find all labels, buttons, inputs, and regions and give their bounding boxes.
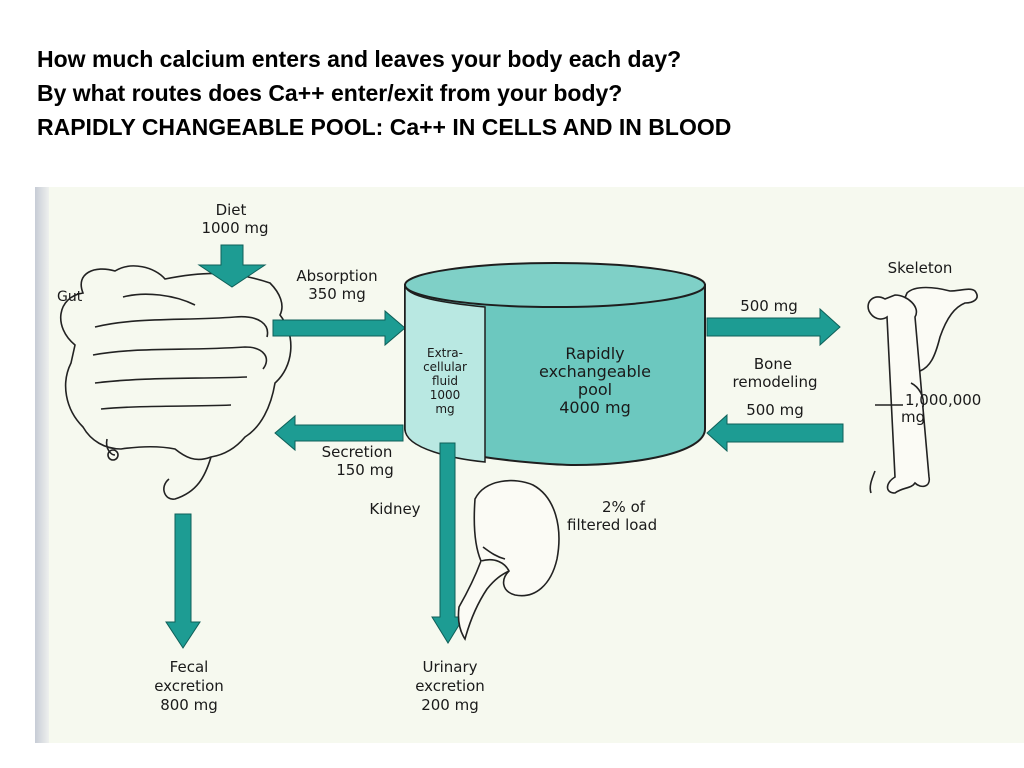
pool-line1: Rapidly <box>565 344 624 363</box>
pool-top <box>404 262 706 308</box>
title-question-routes: By what routes does Ca++ enter/exit from… <box>37 80 623 106</box>
secretion-amount: 150 mg <box>336 461 394 479</box>
absorption-amount: 350 mg <box>308 285 366 303</box>
urinary-arrow-down <box>431 442 465 644</box>
extracellular-line1: Extra- <box>427 346 463 360</box>
pool-line3: pool <box>578 380 612 399</box>
kidney-note-line2: filtered load <box>567 516 657 534</box>
to-bone-amount: 500 mg <box>740 297 798 315</box>
pool-amount: 4000 mg <box>559 398 631 417</box>
urinary-amount: 200 mg <box>421 696 479 714</box>
fecal-amount: 800 mg <box>160 696 218 714</box>
diagram-canvas: Gut Diet 1000 mg Absorption 350 mg Secre… <box>57 201 981 714</box>
diet-amount: 1000 mg <box>201 219 268 237</box>
urinary-line2: excretion <box>415 677 485 695</box>
extracellular-compartment <box>404 284 486 463</box>
from-bone-arrow <box>706 413 844 453</box>
kidney-label: Kidney <box>369 500 420 518</box>
title-pool-heading: RAPIDLY CHANGEABLE POOL: Ca++ IN CELLS A… <box>37 114 732 140</box>
extracellular-line5: mg <box>435 402 454 416</box>
title-question-amount: How much calcium enters and leaves your … <box>37 46 682 72</box>
kidney-note-line1: 2% of <box>602 498 646 516</box>
urinary-line1: Urinary <box>422 658 477 676</box>
calcium-balance-diagram: Gut Diet 1000 mg Absorption 350 mg Secre… <box>35 187 1024 743</box>
fecal-line1: Fecal <box>170 658 209 676</box>
gut-illustration <box>60 265 292 500</box>
diet-label: Diet <box>216 201 247 219</box>
skeleton-amount-line2: mg <box>901 408 925 426</box>
from-bone-amount: 500 mg <box>746 401 804 419</box>
to-bone-arrow <box>706 307 841 347</box>
skeleton-illustration <box>867 286 978 494</box>
extracellular-text: Extra- cellular fluid 1000 mg <box>423 346 467 416</box>
bone-remodeling-line2: remodeling <box>733 373 818 391</box>
pool-cylinder <box>404 262 706 467</box>
extracellular-line4: 1000 <box>430 388 461 402</box>
gut-label: Gut <box>57 289 83 305</box>
extracellular-line3: fluid <box>432 374 458 388</box>
extracellular-line2: cellular <box>423 360 467 374</box>
secretion-label: Secretion <box>322 443 393 461</box>
pool-line2: exchangeable <box>539 362 651 381</box>
secretion-arrow <box>274 414 404 452</box>
kidney-illustration <box>457 479 560 641</box>
slide-titles: How much calcium enters and leaves your … <box>37 42 997 144</box>
absorption-arrow <box>272 309 406 347</box>
scan-edge-shadow <box>35 187 49 743</box>
skeleton-label: Skeleton <box>888 259 953 277</box>
pool-text: Rapidly exchangeable pool 4000 mg <box>539 344 651 417</box>
skeleton-amount-line1: 1,000,000 <box>905 391 981 409</box>
bone-remodeling-line1: Bone <box>754 355 792 373</box>
fecal-line2: excretion <box>154 677 224 695</box>
fecal-arrow-down <box>165 513 201 649</box>
absorption-label: Absorption <box>296 267 377 285</box>
diet-arrow-down <box>197 244 267 288</box>
